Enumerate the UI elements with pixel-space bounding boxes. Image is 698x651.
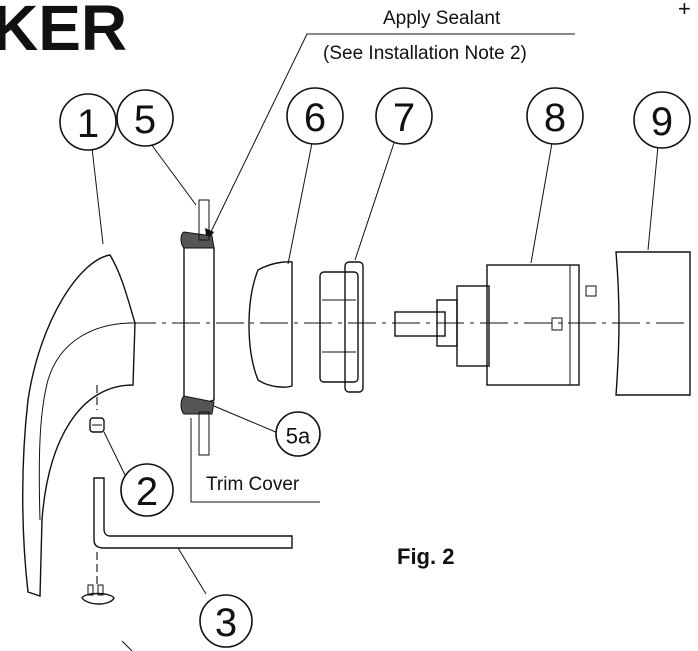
leader-5a: [213, 405, 279, 434]
svg-text:1: 1: [77, 102, 99, 146]
trim-cover-label: Trim Cover: [206, 474, 300, 495]
leader-7: [354, 142, 395, 261]
leader-3: [177, 547, 207, 595]
svg-text:8: 8: [544, 96, 566, 140]
svg-text:5: 5: [134, 98, 156, 142]
callout-6: 6: [286, 87, 344, 145]
svg-text:7: 7: [393, 96, 415, 140]
leader-6: [287, 142, 313, 265]
set-screw-part: [89, 417, 105, 433]
leader-5: [150, 143, 197, 206]
valve-body-part: [615, 251, 691, 396]
svg-text:2: 2: [136, 470, 158, 514]
cartridge-part: [394, 264, 597, 386]
callout-5a: 5a: [275, 411, 321, 457]
dome-cap-part: [248, 261, 293, 388]
escutcheon-plate-part: [180, 199, 215, 456]
lever-handle-part: [22, 254, 136, 597]
leader-2: [103, 431, 127, 478]
svg-text:9: 9: [651, 100, 673, 144]
leader-8: [530, 142, 553, 264]
allen-wrench-part: [93, 477, 293, 549]
figure-caption: Fig. 2: [397, 544, 454, 569]
bonnet-nut-part: [319, 261, 364, 393]
callout-9: 9: [633, 91, 691, 149]
callout-3: 3: [199, 594, 253, 648]
callout-1: 1: [59, 93, 117, 151]
apply-sealant-label: Apply Sealant: [383, 8, 501, 29]
callout-5: 5: [116, 89, 174, 147]
leader-9: [647, 145, 659, 251]
sealant-leader: [206, 33, 575, 241]
callout-2: 2: [120, 463, 174, 517]
trim-cover-leader: [190, 418, 320, 503]
callout-7: 7: [375, 87, 433, 145]
corner-mark: +: [678, 0, 691, 21]
leader-1: [91, 147, 104, 245]
installation-note-label: (See Installation Note 2): [323, 43, 527, 64]
svg-text:6: 6: [304, 96, 326, 140]
callout-8: 8: [526, 87, 584, 145]
button-plug-part: [81, 552, 133, 651]
svg-text:3: 3: [215, 601, 237, 645]
svg-text:5a: 5a: [286, 424, 311, 449]
heading-fragment: KER: [0, 0, 127, 64]
